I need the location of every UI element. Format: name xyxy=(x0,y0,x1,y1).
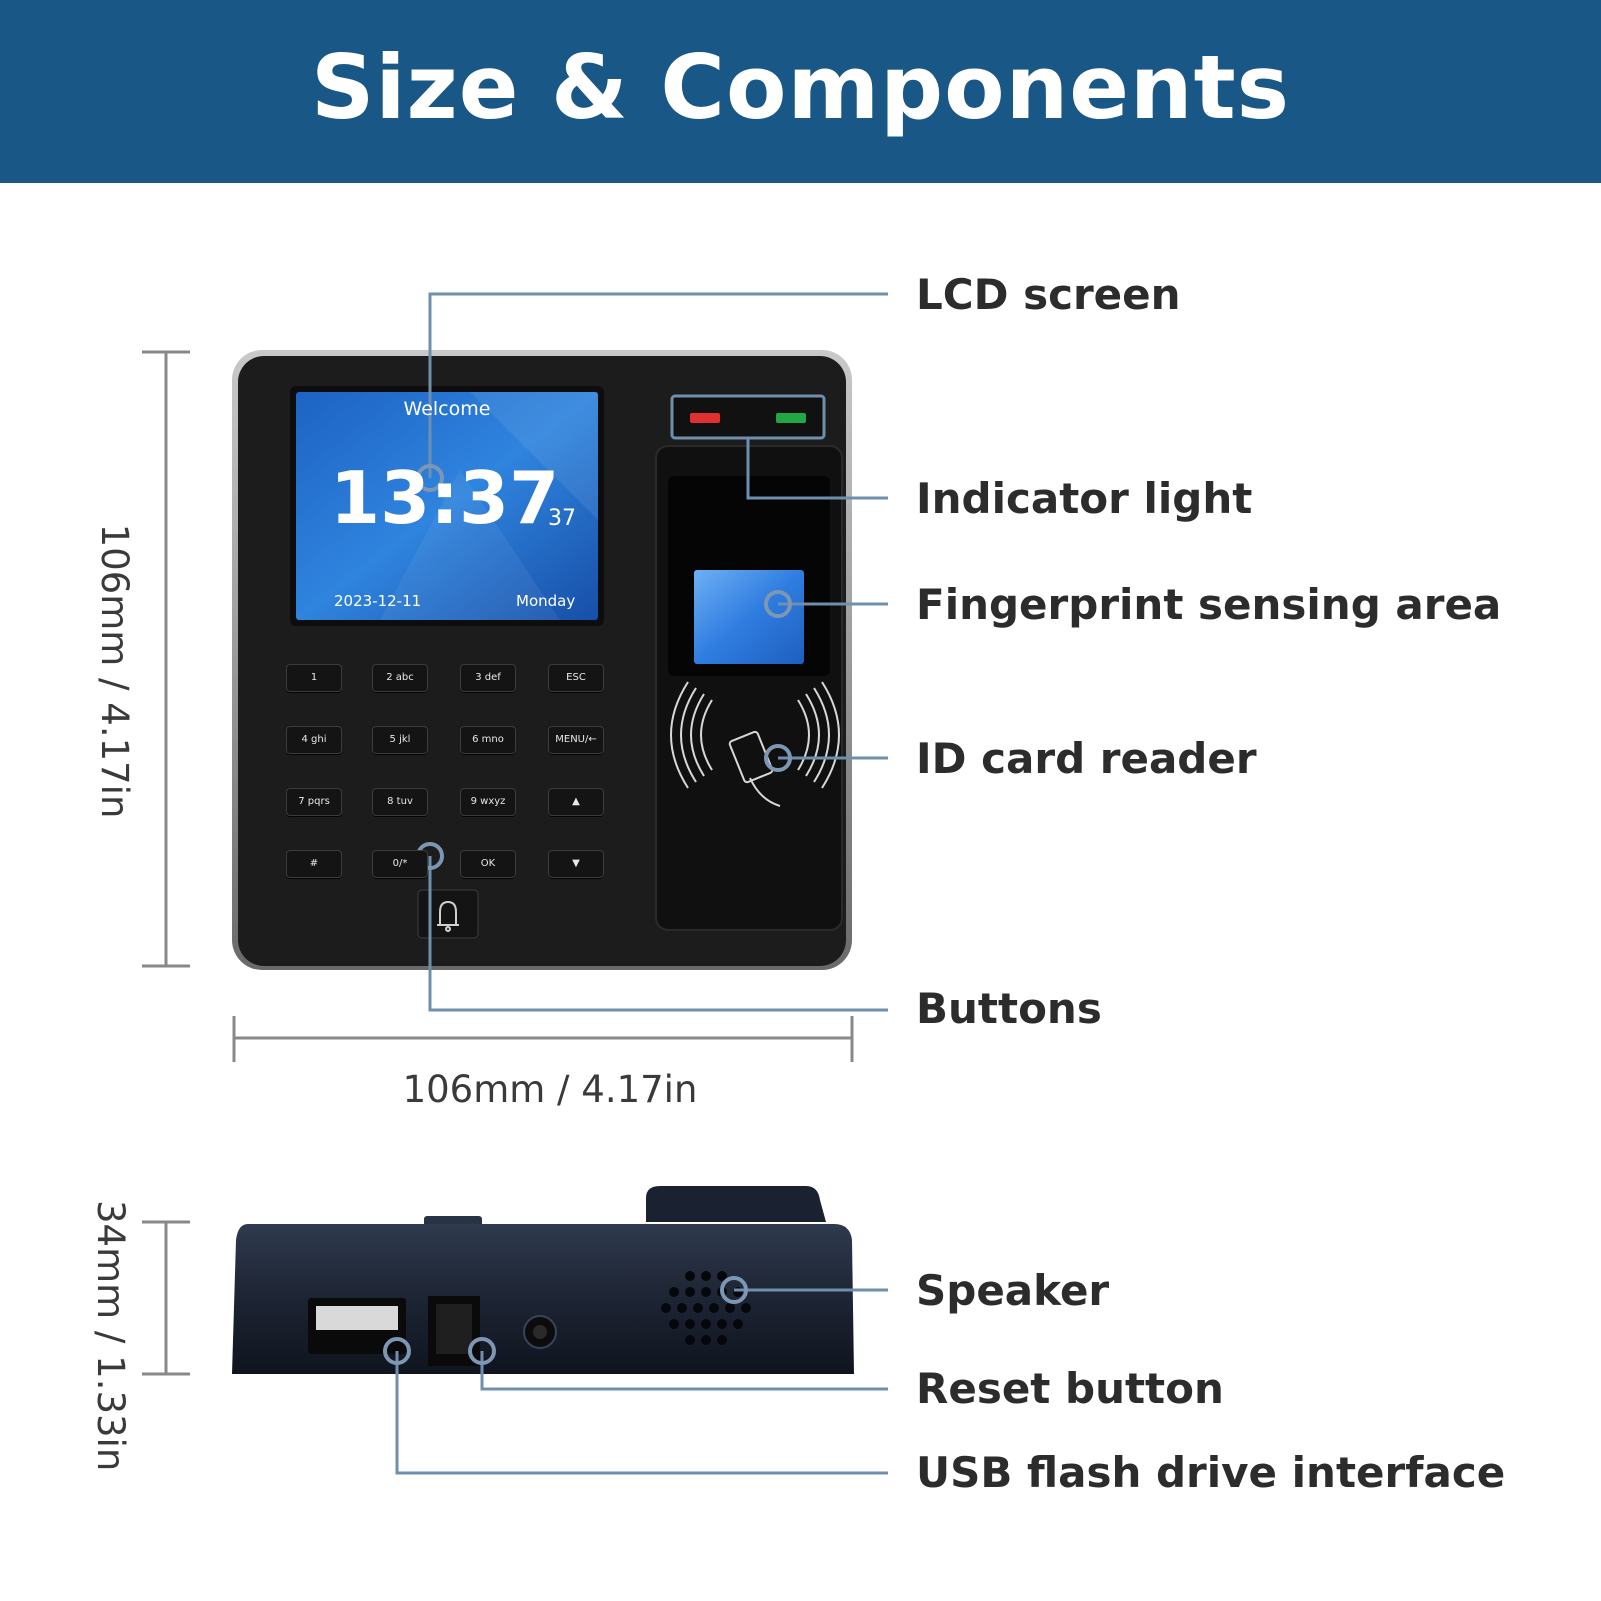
speaker-hole xyxy=(717,1319,727,1329)
speaker-hole xyxy=(717,1335,727,1345)
dimension-lines xyxy=(142,350,854,1376)
marker-lcd xyxy=(416,464,444,492)
callout-fingerprint-area: Fingerprint sensing area xyxy=(916,580,1502,629)
keypad-key[interactable]: 7 pqrs xyxy=(286,788,342,816)
marker-speaker xyxy=(720,1276,748,1304)
keypad-key[interactable]: 4 ghi xyxy=(286,726,342,754)
callout-lcd-screen: LCD screen xyxy=(916,270,1181,319)
fingerprint-sensor xyxy=(694,570,804,664)
lcd-shine xyxy=(470,392,598,520)
keypad-key[interactable]: OK xyxy=(460,850,516,878)
keypad-key[interactable]: 3 def xyxy=(460,664,516,692)
speaker-hole xyxy=(701,1319,711,1329)
marker-fingerprint xyxy=(764,590,792,618)
speaker-hole xyxy=(701,1335,711,1345)
callout-indicator-light: Indicator light xyxy=(916,474,1253,523)
dimension-height-label: 106mm / 4.17in xyxy=(93,523,136,819)
keypad-key[interactable]: ▲ xyxy=(548,788,604,816)
header-banner: Size & Components xyxy=(0,0,1601,183)
leader-line-usb xyxy=(395,1351,888,1475)
speaker-hole xyxy=(701,1287,711,1297)
dimension-depth-label: 34mm / 1.33in xyxy=(89,1200,132,1472)
keypad-key[interactable]: MENU/← xyxy=(548,726,604,754)
keypad-key[interactable]: ESC xyxy=(548,664,604,692)
leader-line-lcd xyxy=(428,292,888,478)
indicator-light-green xyxy=(776,413,806,423)
keypad-key[interactable]: 2 abc xyxy=(372,664,428,692)
keypad-key[interactable]: # xyxy=(286,850,342,878)
lcd-display xyxy=(296,392,598,620)
keypad-key[interactable]: ▼ xyxy=(548,850,604,878)
speaker-hole xyxy=(685,1319,695,1329)
speaker-hole xyxy=(669,1287,679,1297)
dimension-width-label: 106mm / 4.17in xyxy=(402,1068,698,1111)
callout-reset-button: Reset button xyxy=(916,1364,1224,1413)
speaker-hole xyxy=(701,1271,711,1281)
callout-id-card-reader: ID card reader xyxy=(916,734,1257,783)
round-connector-center xyxy=(533,1325,547,1339)
speaker-hole xyxy=(741,1303,751,1313)
speaker-hole xyxy=(717,1271,727,1281)
lcd-welcome-text: Welcome xyxy=(403,398,491,420)
device-side-view xyxy=(232,1186,854,1374)
speaker-grille xyxy=(661,1271,751,1345)
side-sensor-hump xyxy=(646,1186,826,1222)
lcd-seconds: 37 xyxy=(548,506,576,531)
bell-icon xyxy=(437,900,459,932)
callout-usb-interface: USB flash drive interface xyxy=(916,1448,1506,1497)
page-title: Size & Components xyxy=(310,36,1291,139)
speaker-hole xyxy=(661,1303,671,1313)
leader-line-indicator xyxy=(746,438,888,500)
lcd-date: 2023-12-11 xyxy=(334,592,422,610)
lcd-clock: 13:37 xyxy=(330,456,560,540)
speaker-hole xyxy=(677,1303,687,1313)
dc-jack-inner xyxy=(436,1304,472,1354)
card-reader-icon xyxy=(670,681,840,807)
callout-speaker: Speaker xyxy=(916,1266,1110,1315)
speaker-hole xyxy=(669,1319,679,1329)
leader-line-buttons xyxy=(428,856,888,1012)
keypad-key[interactable]: 1 xyxy=(286,664,342,692)
doorbell-button[interactable] xyxy=(417,889,479,939)
speaker-hole xyxy=(685,1287,695,1297)
lcd-weekday: Monday xyxy=(516,592,576,610)
speaker-hole xyxy=(725,1303,735,1313)
speaker-hole xyxy=(709,1303,719,1313)
speaker-hole xyxy=(693,1303,703,1313)
keypad-key[interactable]: 0/* xyxy=(372,850,428,878)
speaker-hole xyxy=(685,1335,695,1345)
keypad-key[interactable]: 6 mno xyxy=(460,726,516,754)
callout-buttons: Buttons xyxy=(916,984,1102,1033)
usb-port-tongue xyxy=(316,1306,398,1330)
keypad-key[interactable]: 9 wxyz xyxy=(460,788,516,816)
lcd-shine-2 xyxy=(380,470,560,620)
keypad-key[interactable]: 8 tuv xyxy=(372,788,428,816)
marker-card-reader xyxy=(764,744,792,772)
speaker-hole xyxy=(685,1271,695,1281)
speaker-hole xyxy=(733,1319,743,1329)
marker-usb xyxy=(383,1337,411,1365)
keypad-key[interactable]: 5 jkl xyxy=(372,726,428,754)
marker-reset xyxy=(468,1337,496,1365)
indicator-light-red xyxy=(690,413,720,423)
